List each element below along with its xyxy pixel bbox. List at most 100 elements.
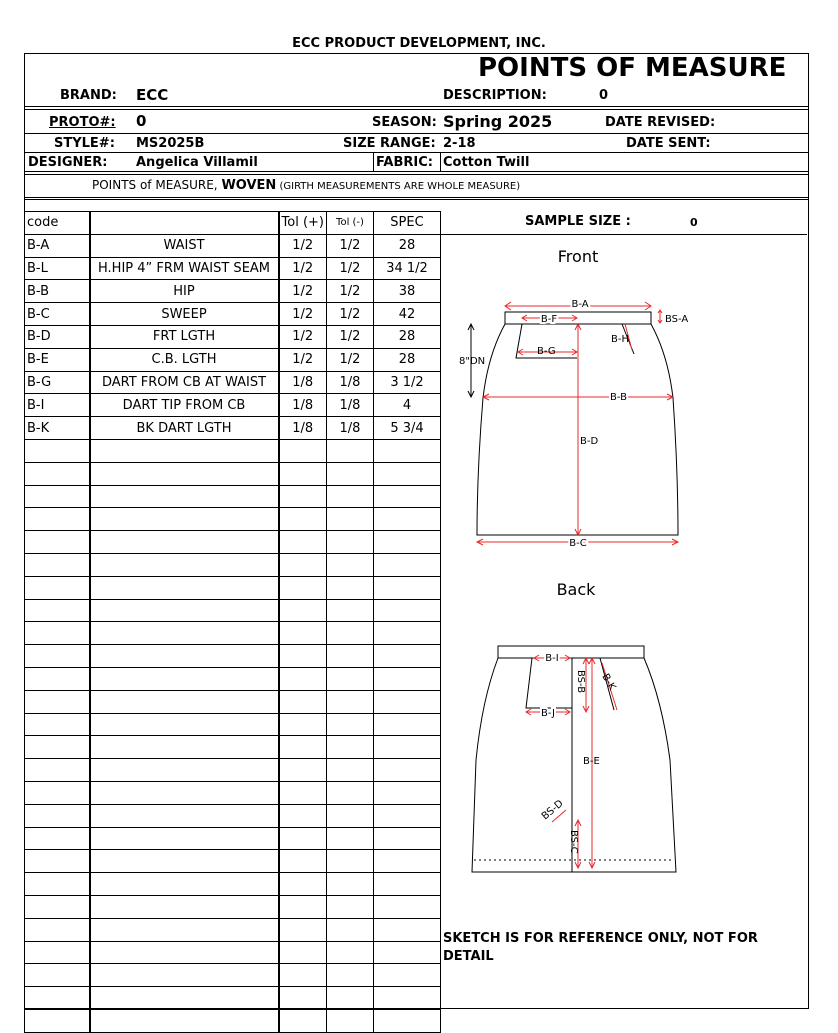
header-tol-plus: Tol (+) [278,211,327,235]
back-labels: B-I BS-B B-K B-J B-E BS-D BS-C [539,651,618,854]
table-row [24,621,441,646]
table-row [24,803,441,828]
front-labels: B-A B-F BS-A B-H B-G 8"DN B-B B-D B-C [459,297,688,551]
divider [24,199,808,200]
cell-desc [88,598,280,623]
divider [24,109,808,110]
cell-spec [373,940,441,965]
table-row [24,780,441,805]
cell-desc: H.HIP 4” FRM WAIST SEAM [88,256,280,281]
label-bsd: BS-D [540,798,566,822]
cell-desc [88,552,280,577]
table-row [24,666,441,691]
designer-label: DESIGNER: [28,155,108,170]
cell-desc [88,917,280,942]
table-row [24,689,441,714]
table-row [24,598,441,623]
cell-spec [373,712,441,737]
cell-spec [373,735,441,760]
description-label: DESCRIPTION: [443,88,547,103]
label-be: B-E [583,756,600,767]
header-spec: SPEC [373,211,441,235]
label-bf: B-F [541,314,557,325]
proto-label: PROTO#: [49,115,116,130]
cell-desc: BK DART LGTH [88,416,280,440]
divider [24,106,808,107]
pom-heading-note: (GIRTH MEASUREMENTS ARE WHOLE MEASURE) [276,181,521,192]
label-bi: B-I [545,653,558,664]
cell-spec: 42 [373,302,441,326]
cell-spec [373,598,441,623]
label-bj: B-J [541,708,555,719]
table-row [24,872,441,896]
cell-spec [373,826,441,851]
cell-tol-plus: 1/8 [278,370,327,395]
cell-spec [373,530,441,554]
cell-desc [88,735,280,760]
cell-desc: DART FROM CB AT WAIST [88,370,280,395]
cell-spec [373,803,441,828]
cell-spec [373,872,441,896]
table-row [24,963,441,988]
cell-desc [88,894,280,919]
label-ba: B-A [571,299,588,310]
divider [440,152,441,171]
cell-desc [88,530,280,554]
cell-spec [373,689,441,714]
size-range-label: SIZE RANGE: [343,136,436,151]
style-label: STYLE#: [54,136,115,151]
cell-desc [88,826,280,851]
pom-heading: POINTS of MEASURE, WOVEN (GIRTH MEASUREM… [92,178,520,193]
table-row [24,484,441,509]
cell-tol-minus: 1/2 [326,233,374,258]
pom-heading-prefix: POINTS of MEASURE, [92,178,222,192]
divider [24,174,808,175]
brand-value: ECC [136,86,169,104]
table-row [24,894,441,919]
cell-spec: 28 [373,324,441,349]
cell-tol-plus: 1/2 [278,324,327,349]
cell-tol-minus: 1/2 [326,279,374,304]
cell-desc [88,712,280,737]
sample-size-label: SAMPLE SIZE : [525,214,631,229]
cell-spec [373,552,441,577]
divider [24,197,808,198]
table-row [24,712,441,737]
proto-value: 0 [136,112,147,130]
cell-desc [88,507,280,532]
size-range-value: 2-18 [443,136,476,151]
season-value: Spring 2025 [443,112,553,131]
divider [440,234,807,235]
cell-desc [88,963,280,988]
table-row [24,438,441,463]
cell-tol-minus: 1/2 [326,256,374,281]
label-bg: B-G [537,346,556,357]
sketch-note: SKETCH IS FOR REFERENCE ONLY, NOT FOR DE… [443,931,758,964]
cell-spec: 5 3/4 [373,416,441,440]
cell-desc [88,621,280,646]
label-bsa: BS-A [665,314,688,325]
cell-desc [88,758,280,782]
label-bc: B-C [569,538,586,549]
divider [373,152,374,171]
sheet-title: POINTS OF MEASURE [478,53,787,83]
table-row [24,530,441,554]
table-row [24,552,441,577]
cell-spec: 28 [373,233,441,258]
back-title: Back [557,580,597,599]
front-dimension-lines [475,301,680,546]
cell-spec [373,963,441,988]
table-row [24,940,441,965]
designer-value: Angelica Villamil [136,155,258,170]
cell-tol-plus: 1/2 [278,233,327,258]
cell-tol-minus: 1/8 [326,393,374,418]
cell-desc [88,986,280,1010]
